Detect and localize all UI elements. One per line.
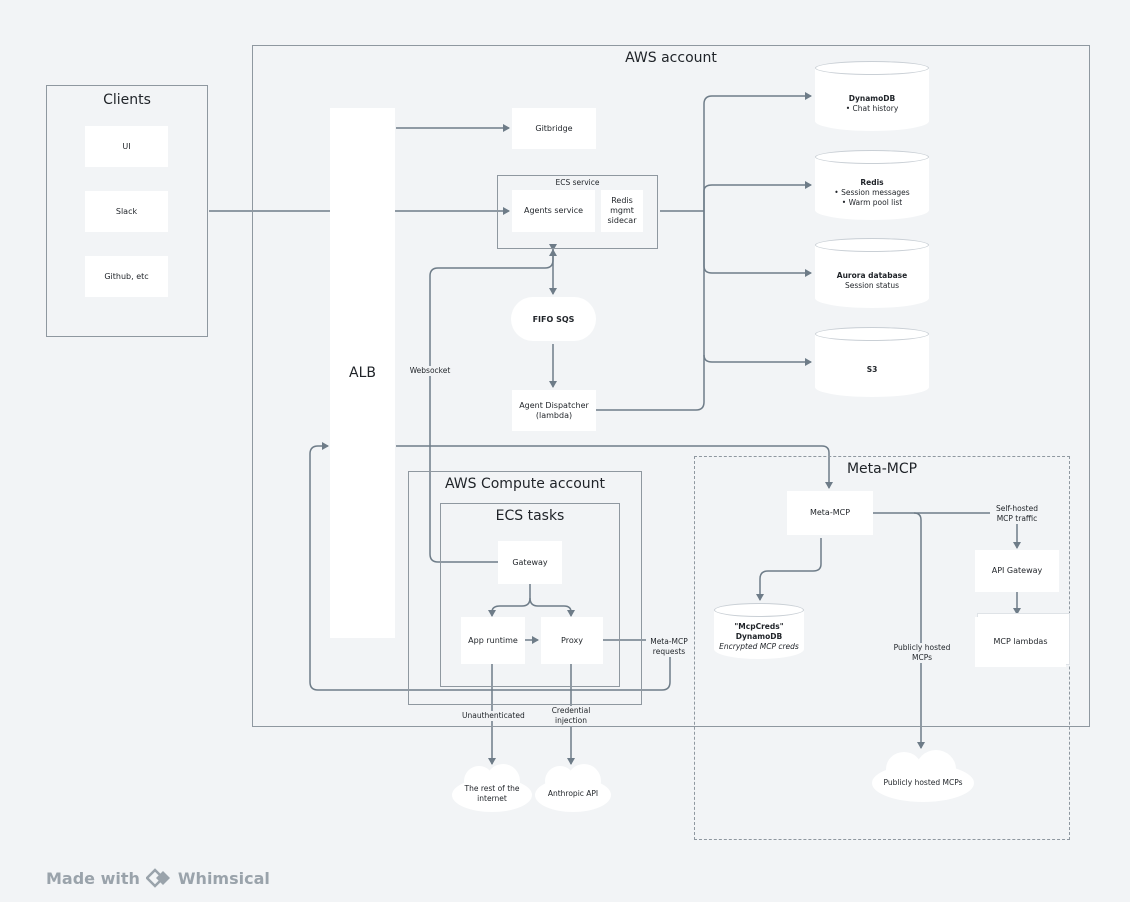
meta-mcp-requests-line2: requests [652, 647, 686, 656]
agent-dispatcher-node: Agent Dispatcher (lambda) [512, 390, 596, 431]
aurora-name: Aurora database [836, 271, 908, 280]
self-hosted-label: Self-hosted MCP traffic [990, 504, 1044, 524]
alb-node: ALB [330, 108, 395, 638]
dynamodb-bullet: Chat history [846, 104, 899, 114]
self-hosted-line2: MCP traffic [996, 514, 1038, 523]
clients-frame: Clients [46, 85, 208, 337]
gitbridge-node: Gitbridge [512, 108, 596, 149]
footer-brand: Whimsical [177, 868, 270, 888]
anthropic-label: Anthropic API [547, 789, 599, 798]
agent-dispatcher-line1: Agent Dispatcher [519, 400, 589, 410]
aws-account-frame: AWS account [252, 45, 1090, 727]
anthropic-cloud: Anthropic API [535, 764, 611, 814]
publicly-hosted-cloud-label: Publicly hosted MCPs [883, 778, 963, 787]
compute-account-title: AWS Compute account [444, 476, 606, 492]
whimsical-logo-icon [145, 868, 170, 888]
redis-bullet-1: Session messages [834, 188, 910, 198]
publicly-hosted-cloud: Publicly hosted MCPs [872, 750, 974, 804]
mcpcreds-sub: Encrypted MCP creds [719, 642, 799, 651]
redis-bullet-2: Warm pool list [834, 198, 909, 208]
ecs-tasks-title: ECS tasks [495, 508, 565, 524]
credential-injection-label: Credential injection [548, 706, 594, 726]
footer-prefix: Made with [46, 868, 140, 888]
websocket-label: Websocket [409, 366, 451, 376]
dynamodb-name: DynamoDB [848, 94, 896, 103]
gateway-node: Gateway [498, 541, 562, 584]
app-runtime-node: App runtime [461, 617, 525, 664]
agent-dispatcher-line2: (lambda) [535, 410, 573, 420]
meta-mcp-frame: Meta-MCP [694, 456, 1070, 840]
meta-mcp-frame-title: Meta-MCP [846, 461, 918, 477]
internet-cloud: The rest of the internet [452, 764, 532, 814]
credential-injection-line2: injection [554, 716, 588, 725]
api-gateway-node: API Gateway [975, 550, 1059, 592]
s3-cylinder: S3 [815, 327, 929, 397]
meta-mcp-node: Meta-MCP [787, 491, 873, 535]
dynamodb-cylinder: DynamoDB Chat history [815, 61, 929, 131]
compute-account-frame: AWS Compute account [408, 471, 642, 705]
redis-cylinder: Redis Session messages Warm pool list [815, 150, 929, 220]
redis-sidecar-line2: mgmt [610, 206, 634, 215]
mcpcreds-cylinder: "McpCreds" DynamoDB Encrypted MCP creds [714, 603, 804, 659]
redis-sidecar-node: Redis mgmt sidecar [601, 190, 643, 232]
self-hosted-line1: Self-hosted [996, 504, 1038, 513]
publicly-hosted-label: Publicly hosted MCPs [893, 643, 951, 663]
internet-line1: The rest of the [464, 784, 520, 793]
clients-title: Clients [103, 92, 151, 108]
publicly-hosted-line1: Publicly hosted [893, 643, 951, 652]
ecs-service-frame: ECS service [497, 175, 658, 249]
ecs-tasks-frame: ECS tasks [440, 503, 620, 687]
aurora-sub: Session status [844, 281, 900, 290]
credential-injection-line1: Credential [551, 706, 591, 715]
aurora-cylinder: Aurora database Session status [815, 238, 929, 308]
s3-name: S3 [866, 365, 878, 374]
mcp-lambdas-node: MCP lambdas [975, 617, 1066, 667]
ecs-service-title: ECS service [555, 178, 600, 187]
client-github: Github, etc [85, 256, 168, 297]
agents-service-node: Agents service [512, 190, 595, 232]
redis-sidecar-line1: Redis [611, 196, 633, 205]
proxy-node: Proxy [541, 617, 603, 664]
fifo-sqs-node: FIFO SQS [511, 297, 596, 341]
mcpcreds-name: "McpCreds" DynamoDB [734, 622, 784, 641]
aws-account-title: AWS account [625, 50, 717, 66]
meta-mcp-requests-label: Meta-MCP requests [646, 637, 692, 657]
redis-sidecar-line3: sidecar [607, 216, 637, 225]
redis-name: Redis [860, 178, 884, 187]
meta-mcp-requests-line1: Meta-MCP [650, 637, 688, 646]
made-with-footer: Made with Whimsical [46, 868, 270, 888]
unauthenticated-label: Unauthenticated [462, 711, 525, 721]
publicly-hosted-line2: MCPs [911, 653, 932, 662]
client-slack: Slack [85, 191, 168, 232]
client-ui: UI [85, 126, 168, 167]
internet-line2: internet [477, 794, 507, 803]
